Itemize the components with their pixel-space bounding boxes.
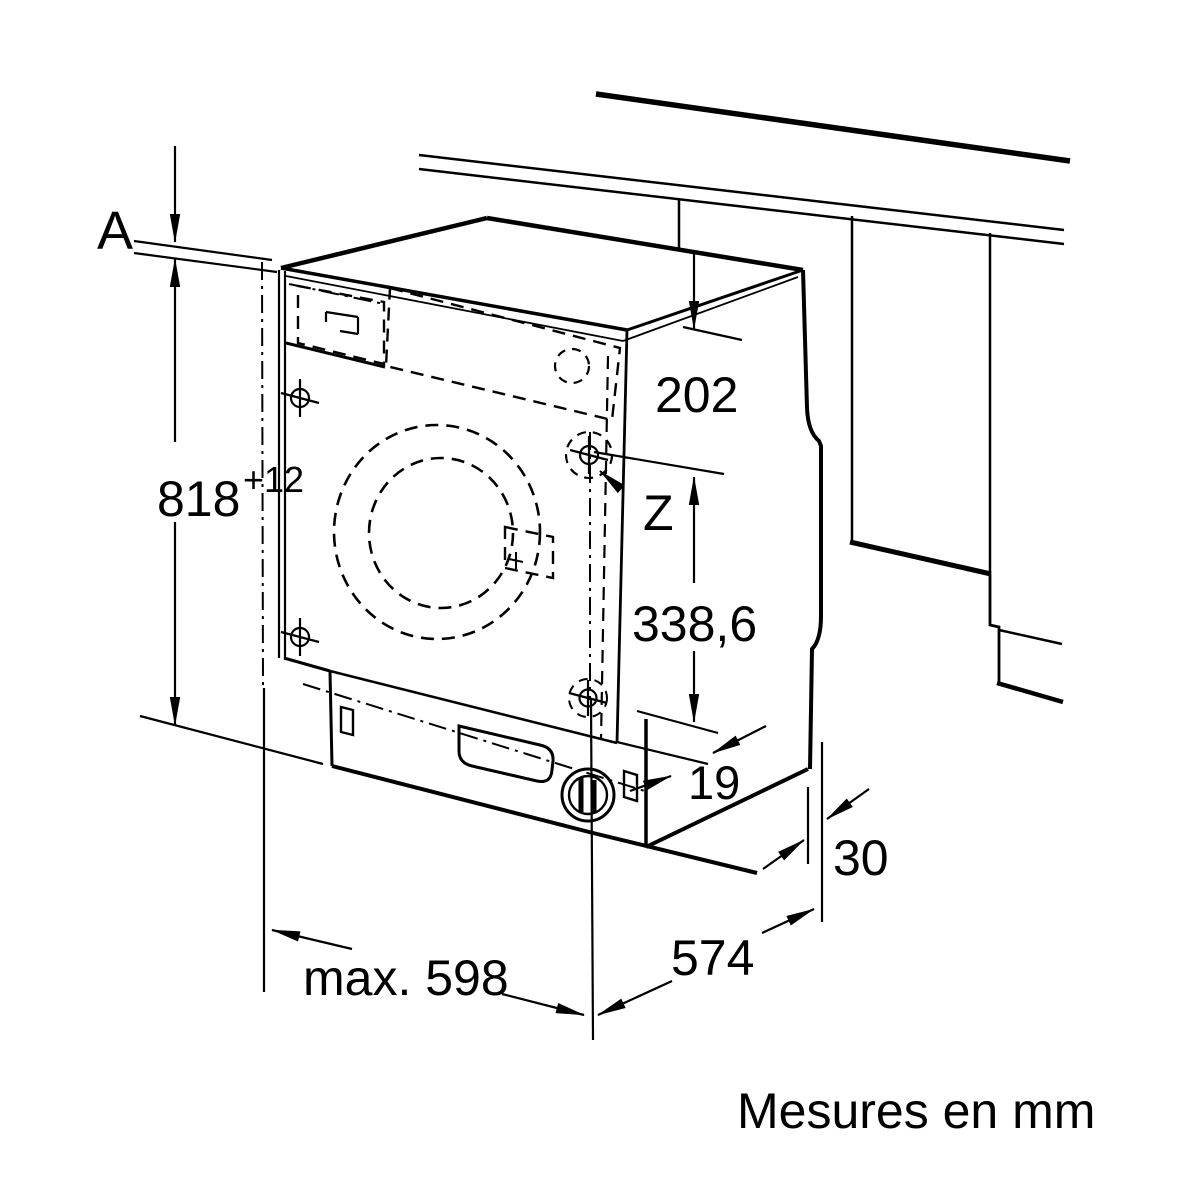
plinth-slot	[339, 705, 355, 737]
label-front-offset: 19	[688, 756, 740, 809]
dimension-worktop-gap-A: A	[97, 146, 278, 442]
label-niche-height-tolerance: +12	[243, 459, 304, 500]
kitchen-cabinet-outline	[418, 91, 1071, 705]
dimension-depth-574: 574	[589, 699, 815, 1041]
label-hinge-height: 338,6	[632, 596, 757, 652]
dimension-rear-gap-30: 30	[762, 742, 889, 922]
label-worktop-gap: A	[97, 201, 133, 261]
drum-door	[332, 423, 555, 641]
label-depth: 574	[671, 930, 754, 986]
mounting-hole-bottom-right	[568, 678, 608, 718]
mounting-hole-top-left	[280, 379, 320, 417]
dimension-front-offset-19: 19	[629, 725, 767, 809]
dimension-top-clearance-202: 202	[655, 252, 743, 423]
door-handle	[503, 525, 555, 580]
mounting-holes	[280, 379, 614, 718]
foot-adjust-knob	[560, 767, 616, 823]
detergent-drawer-mark	[324, 310, 360, 336]
plinth-panel	[302, 683, 649, 823]
handle-latch-mark	[508, 552, 524, 569]
dimension-max-width-598: max. 598	[261, 261, 585, 1017]
dimension-hinge-height-Z-338: Z 338,6	[593, 450, 757, 723]
dimension-niche-height-818: 818 +12	[139, 459, 324, 766]
service-flap-opening	[457, 724, 555, 783]
label-max-width: max. 598	[303, 950, 509, 1006]
label-top-clearance: 202	[655, 367, 738, 423]
label-rear-gap: 30	[833, 830, 889, 886]
label-hinge-point: Z	[643, 485, 674, 541]
label-niche-height: 818	[157, 471, 240, 527]
control-panel	[285, 283, 622, 741]
plinth-tab	[622, 769, 639, 803]
program-selector-circle	[553, 347, 591, 385]
mounting-hole-bottom-left	[280, 618, 320, 656]
caption-units: Mesures en mm	[737, 1083, 1095, 1139]
